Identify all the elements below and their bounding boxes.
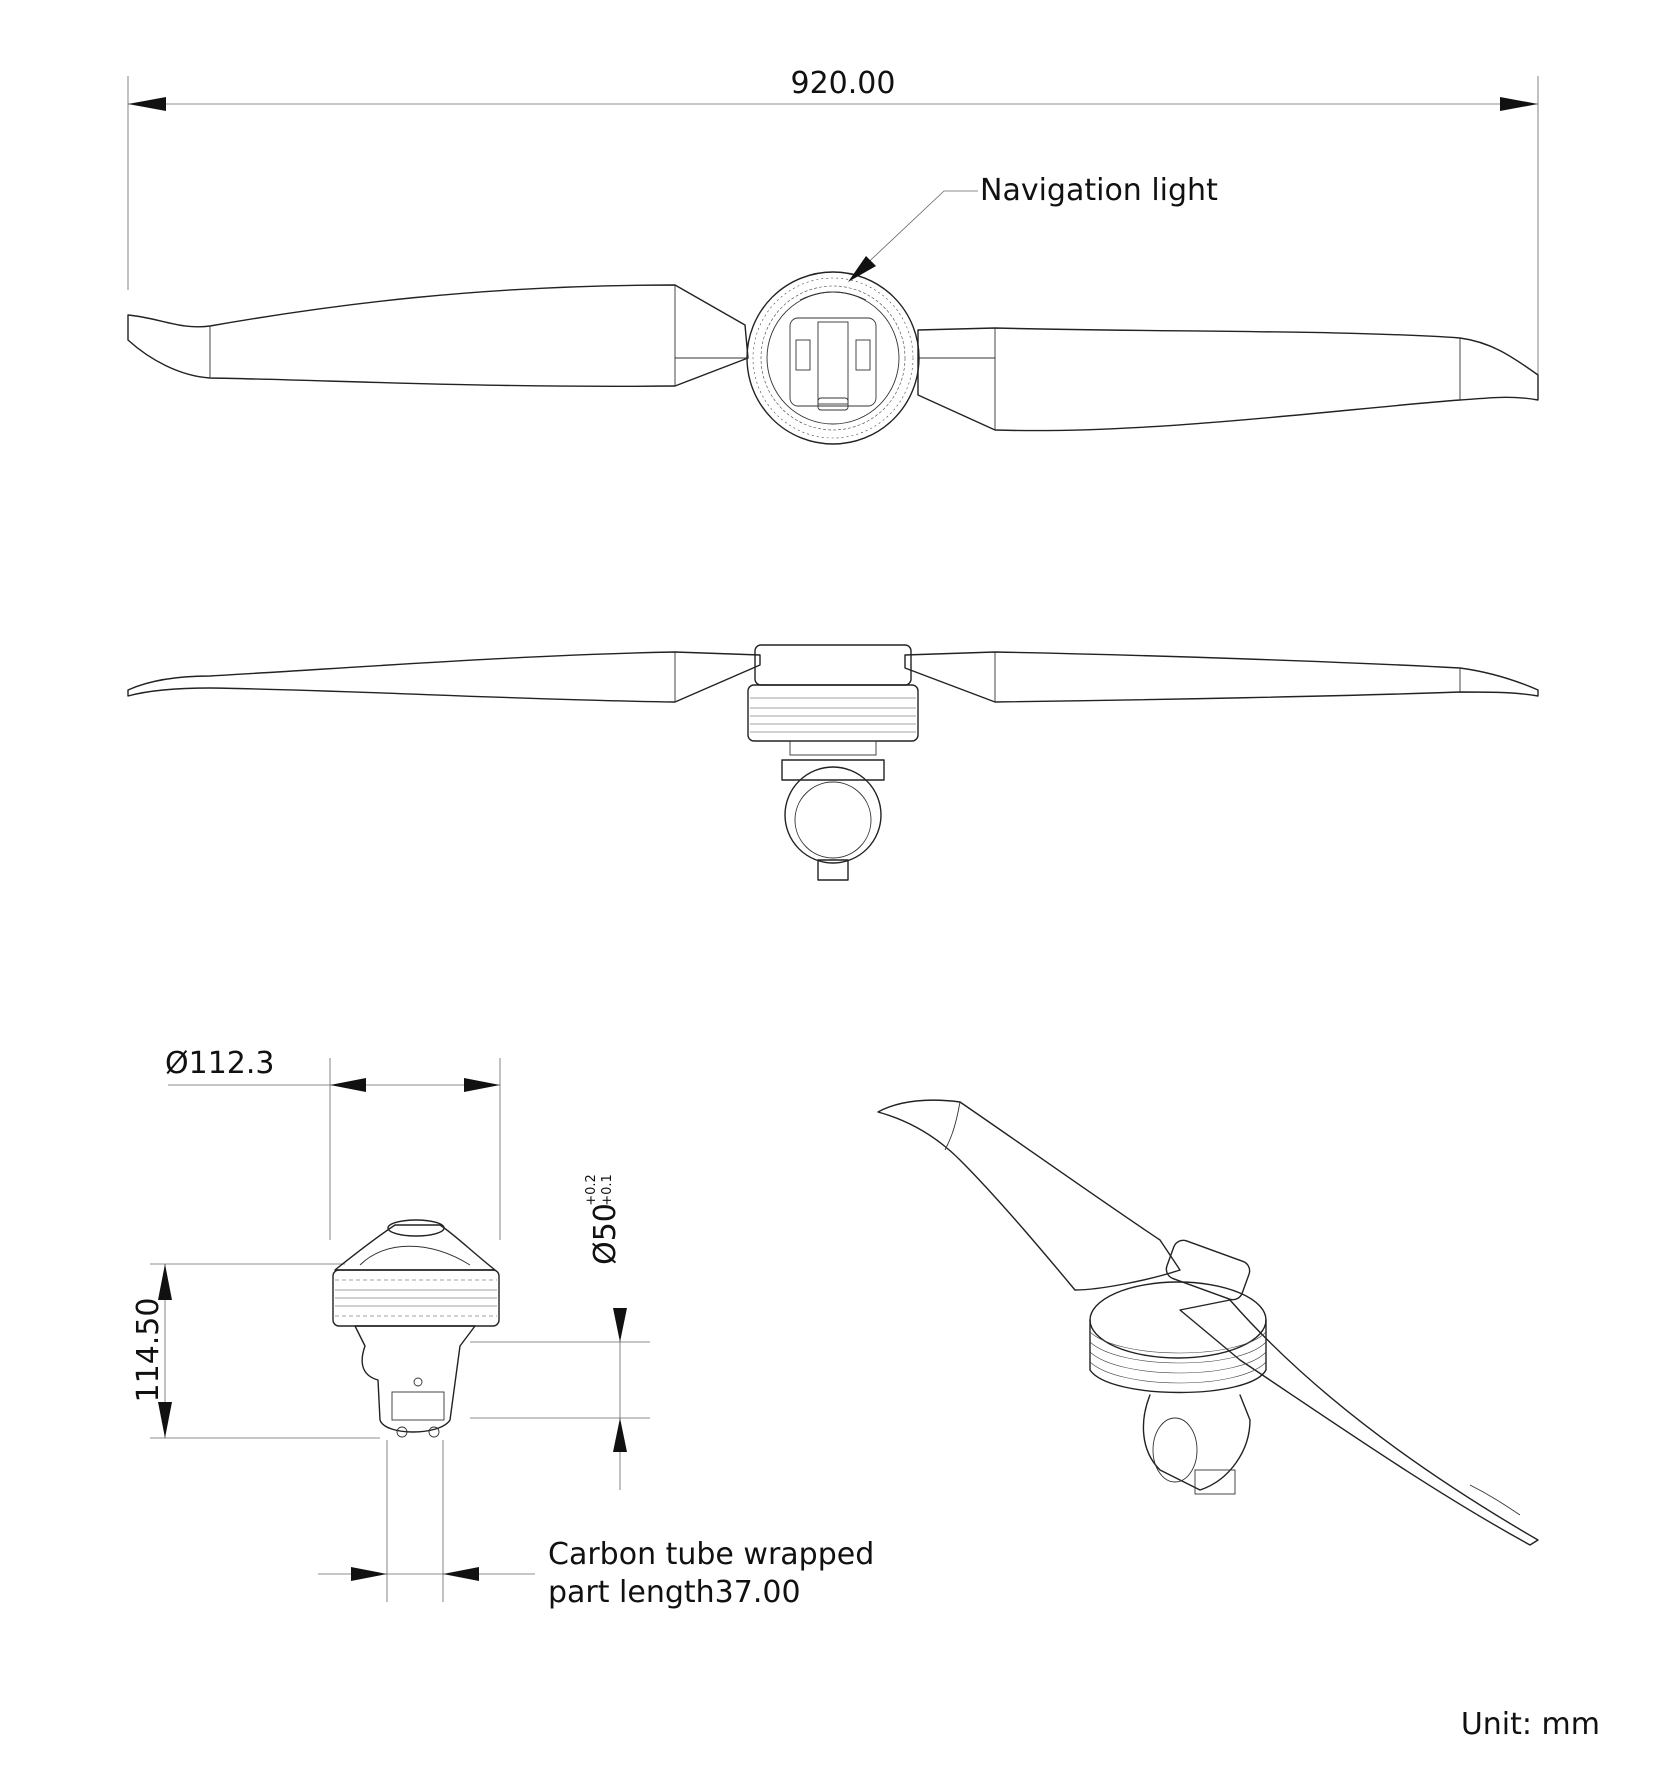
front-carbon-tube	[794, 781, 872, 859]
overall-span-dimension: 920.00	[791, 66, 896, 101]
front-motor-body	[747, 684, 919, 742]
arrow-height-top-icon	[158, 1264, 172, 1300]
iso-blade-clamp	[1165, 1239, 1251, 1301]
hub-diameter-dimension: Ø112.3	[165, 1046, 275, 1081]
iso-motor-body	[1089, 1319, 1267, 1394]
navigation-light-label: Navigation light	[980, 173, 1218, 208]
front-left-blade	[127, 651, 761, 703]
side-arm-bracket	[354, 1325, 476, 1433]
arrow-tube-top-icon	[613, 1308, 627, 1342]
iso-upper-blade	[877, 1099, 1181, 1291]
arrow-hub-left-icon	[330, 1078, 366, 1092]
arrow-tube-bottom-icon	[613, 1418, 627, 1452]
callout-arrow-icon	[848, 256, 876, 282]
front-right-blade	[904, 651, 1539, 703]
arrow-left-icon	[128, 97, 166, 111]
arrow-height-bottom-icon	[158, 1402, 172, 1438]
height-dimension: 114.50	[131, 1298, 166, 1403]
tube-length-label-line1: Carbon tube wrapped	[548, 1537, 874, 1572]
left-blade	[127, 284, 749, 388]
front-clamp-ring	[784, 766, 882, 864]
motor-hub	[746, 271, 920, 445]
unit-label: Unit: mm	[1461, 1707, 1600, 1742]
right-blade	[917, 327, 1539, 432]
tube-tolerance-lower: +0.1	[600, 1174, 615, 1206]
side-folded-blades	[334, 1224, 496, 1271]
tube-diameter-dimension: Ø50	[588, 1203, 623, 1265]
hub-cap	[789, 317, 877, 407]
side-view: Ø112.3 114.50 Ø50 +0.2 +0.1 Carbon tube …	[131, 1046, 874, 1610]
front-hub-top	[754, 644, 912, 686]
iso-lower-blade	[1179, 1299, 1539, 1546]
arrow-right-icon	[1500, 97, 1538, 111]
top-view: 920.00 Navigation light	[127, 66, 1539, 445]
tube-length-label-line2: part length37.00	[548, 1575, 801, 1610]
iso-motor-top	[1089, 1281, 1267, 1359]
arrow-length-right-icon	[443, 1567, 479, 1581]
arrow-hub-right-icon	[464, 1078, 500, 1092]
tube-tolerance-upper: +0.2	[584, 1174, 599, 1206]
isometric-view	[877, 1099, 1539, 1546]
arrow-length-left-icon	[351, 1567, 387, 1581]
iso-arm-clamp	[1142, 1394, 1251, 1491]
front-view	[127, 644, 1539, 881]
leader-navigation-light	[857, 190, 978, 273]
